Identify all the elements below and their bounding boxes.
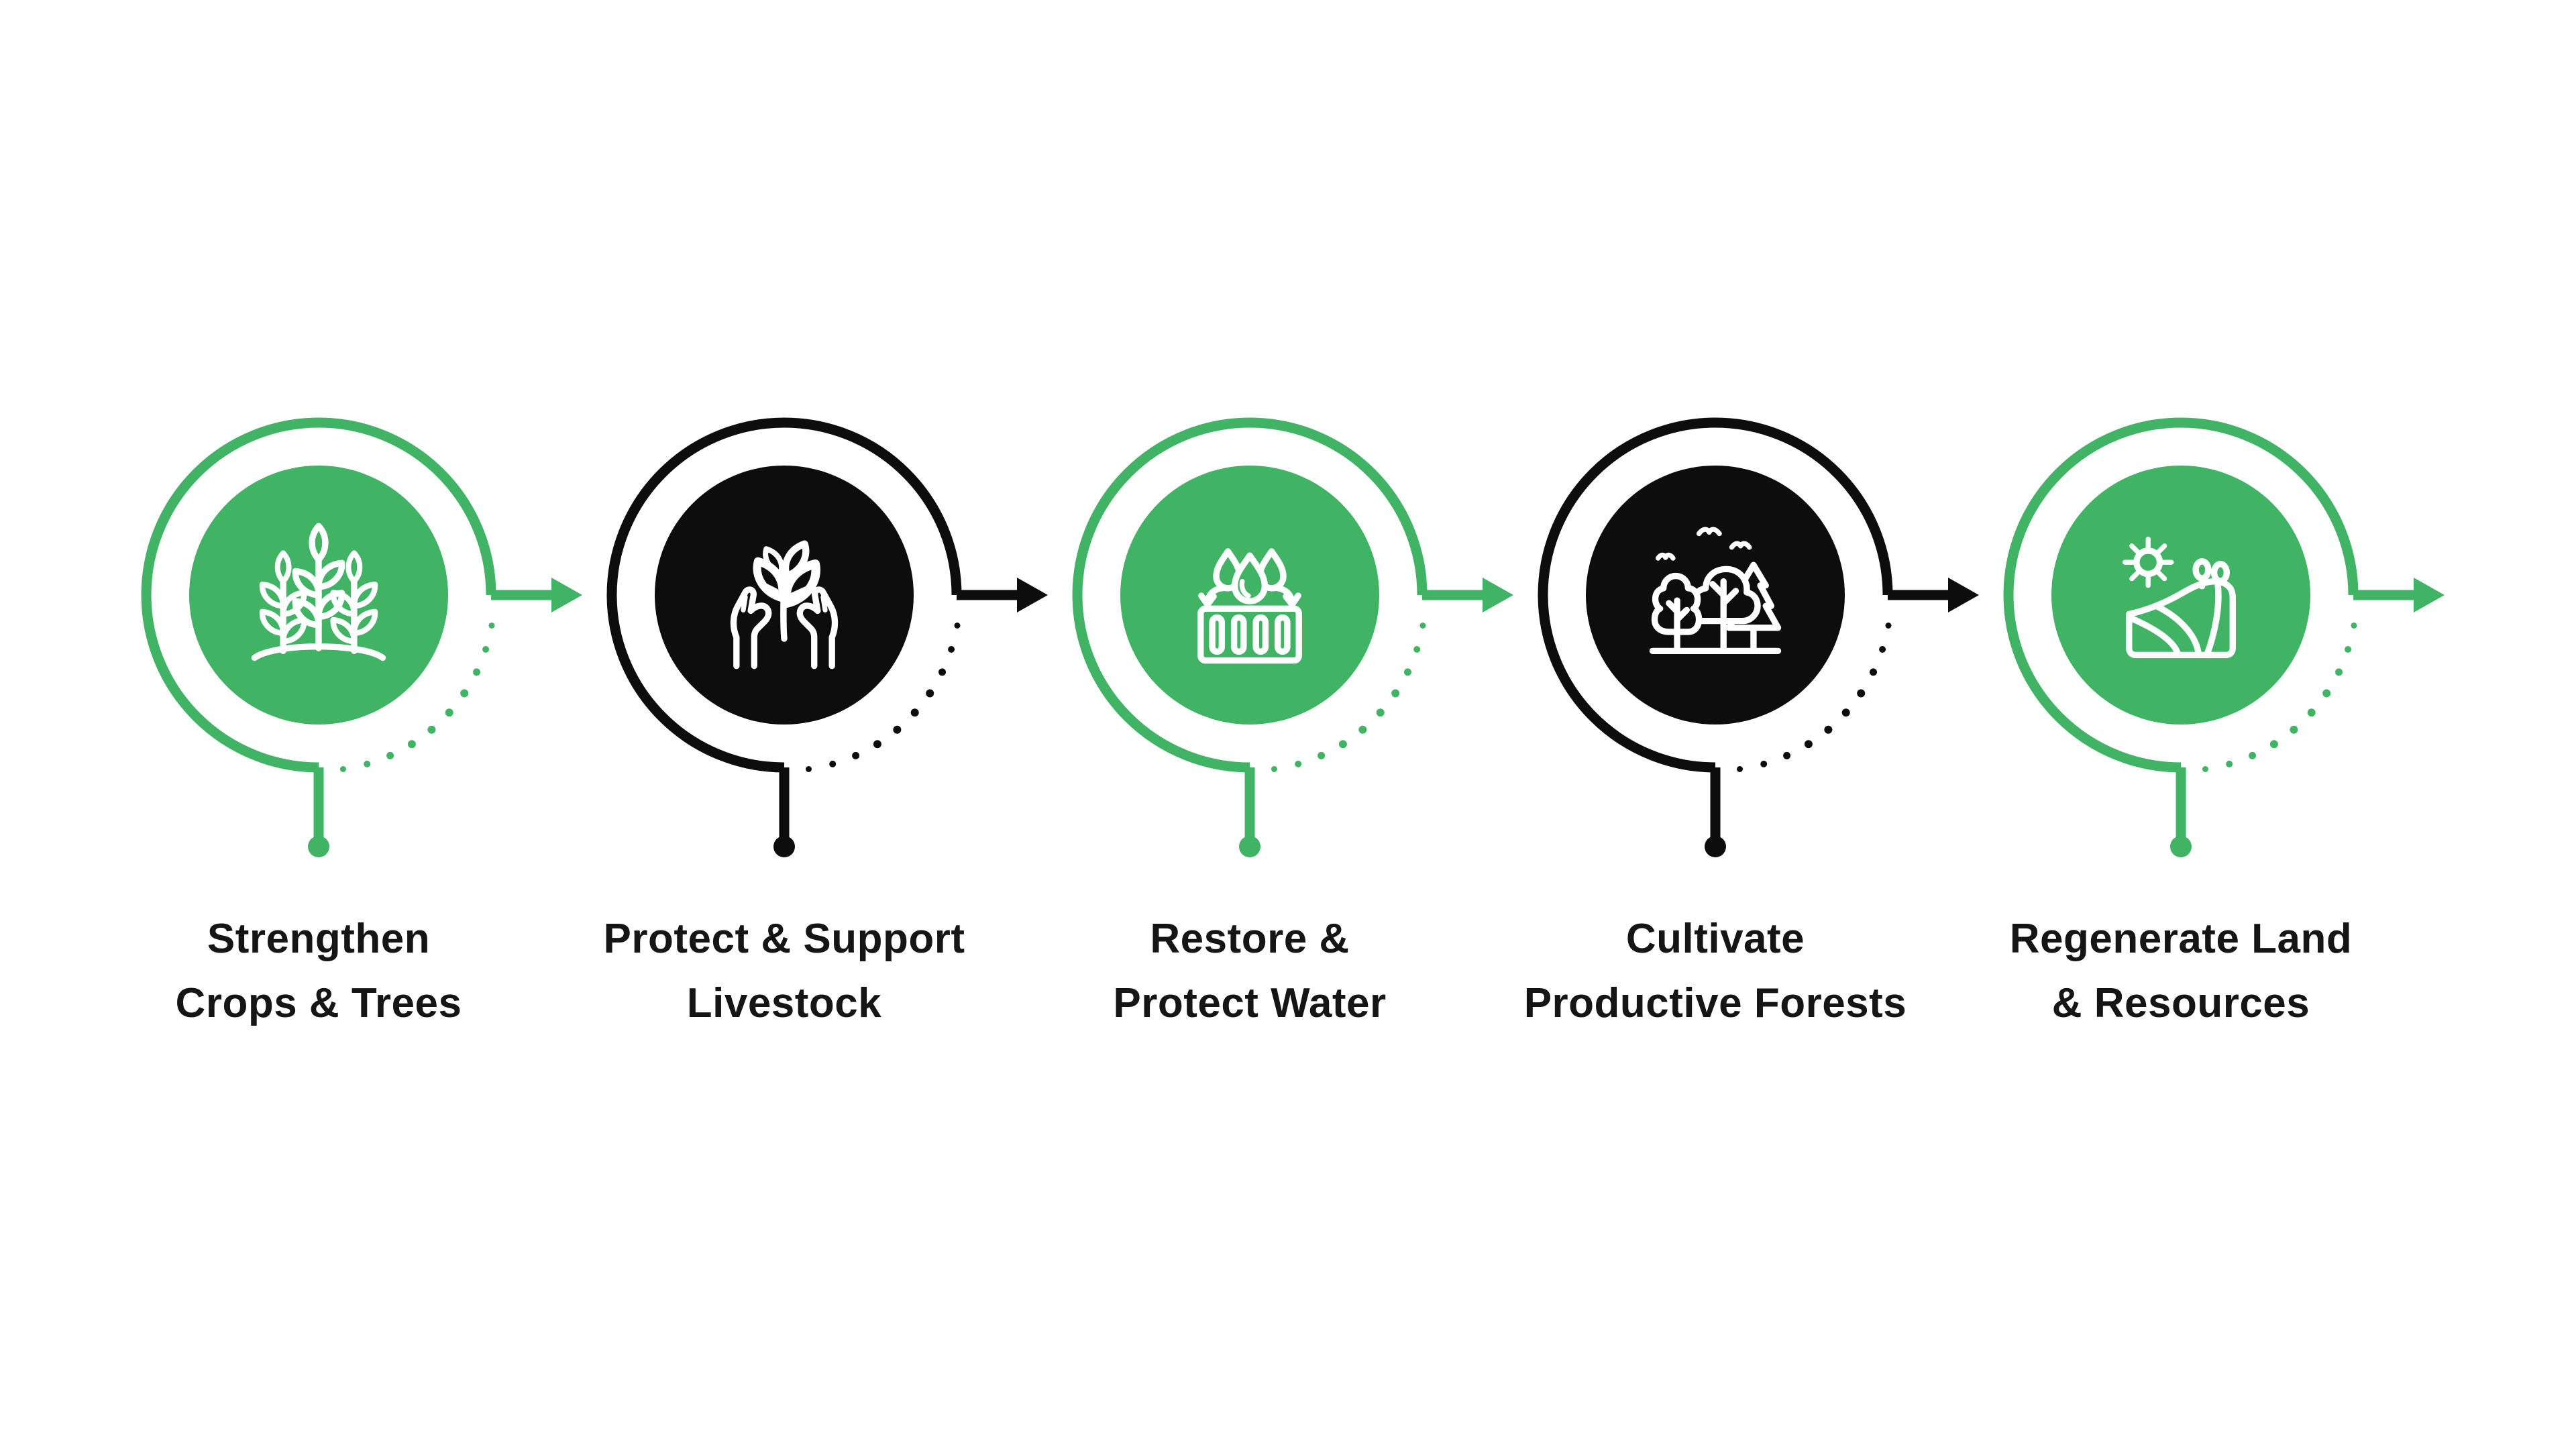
- hands-plant-icon: [733, 544, 835, 666]
- step-4-label-line1: Cultivate: [1625, 916, 1805, 962]
- step-3-graphic: [1072, 417, 1513, 857]
- step-5-label: Regenerate Land & Resources: [1946, 907, 2416, 1036]
- step-3-label-line1: Restore &: [1150, 916, 1350, 962]
- outer-ring: [1072, 417, 1428, 773]
- arrow-icon: [1422, 578, 1513, 612]
- connector-stem: [1705, 767, 1726, 857]
- connector-stem: [773, 767, 795, 857]
- step-2-label: Protect & Support Livestock: [549, 907, 1019, 1036]
- water-capture-icon: [1197, 548, 1302, 664]
- sun-rays: [2122, 536, 2174, 588]
- step-2-graphic: [606, 417, 1048, 857]
- arrow-icon: [957, 578, 1048, 612]
- step-3-label: Restore & Protect Water: [1015, 907, 1485, 1036]
- step-3-label-line2: Protect Water: [1113, 980, 1387, 1026]
- step-5-label-line2: & Resources: [2051, 980, 2310, 1026]
- outer-ring: [141, 417, 496, 773]
- step-4-graphic: [1538, 417, 1979, 857]
- dotted-arc: [806, 623, 961, 772]
- connector-stem: [308, 767, 329, 857]
- connector-stem: [2170, 767, 2192, 857]
- outer-ring: [606, 417, 962, 773]
- step-1-label-line2: Crops & Trees: [175, 980, 462, 1026]
- arrow-icon: [1888, 578, 1979, 612]
- sun-icon: [2133, 547, 2163, 578]
- arrow-icon: [2353, 578, 2445, 612]
- step-4-label-line2: Productive Forests: [1523, 980, 1907, 1026]
- forest-icon: [1649, 527, 1782, 655]
- stem-dot: [1239, 836, 1260, 857]
- crops-trees-icon: [251, 526, 386, 661]
- step-4-label: Cultivate Productive Forests: [1481, 907, 1950, 1036]
- step-2-label-line1: Protect & Support: [603, 916, 965, 962]
- stem-dot: [308, 836, 329, 857]
- stem-dot: [773, 836, 795, 857]
- stem-dot: [1705, 836, 1726, 857]
- step-1-label: Strengthen Crops & Trees: [84, 907, 553, 1036]
- arrow-icon: [491, 578, 582, 612]
- step-5-label-line1: Regenerate Land: [2009, 916, 2353, 962]
- step-1-graphic: [141, 417, 582, 857]
- connector-stem: [1239, 767, 1260, 857]
- dotted-arc: [340, 623, 495, 772]
- dotted-arc: [1737, 623, 1892, 772]
- stem-dot: [2170, 836, 2192, 857]
- step-5-graphic: [2003, 417, 2445, 857]
- dotted-arc: [2202, 623, 2357, 772]
- outer-ring: [1538, 417, 1893, 773]
- field-landscape-icon: [2122, 536, 2236, 659]
- outer-ring: [2003, 417, 2359, 773]
- dotted-arc: [1271, 623, 1426, 772]
- step-1-label-line1: Strengthen: [207, 916, 431, 962]
- step-2-label-line2: Livestock: [686, 980, 882, 1026]
